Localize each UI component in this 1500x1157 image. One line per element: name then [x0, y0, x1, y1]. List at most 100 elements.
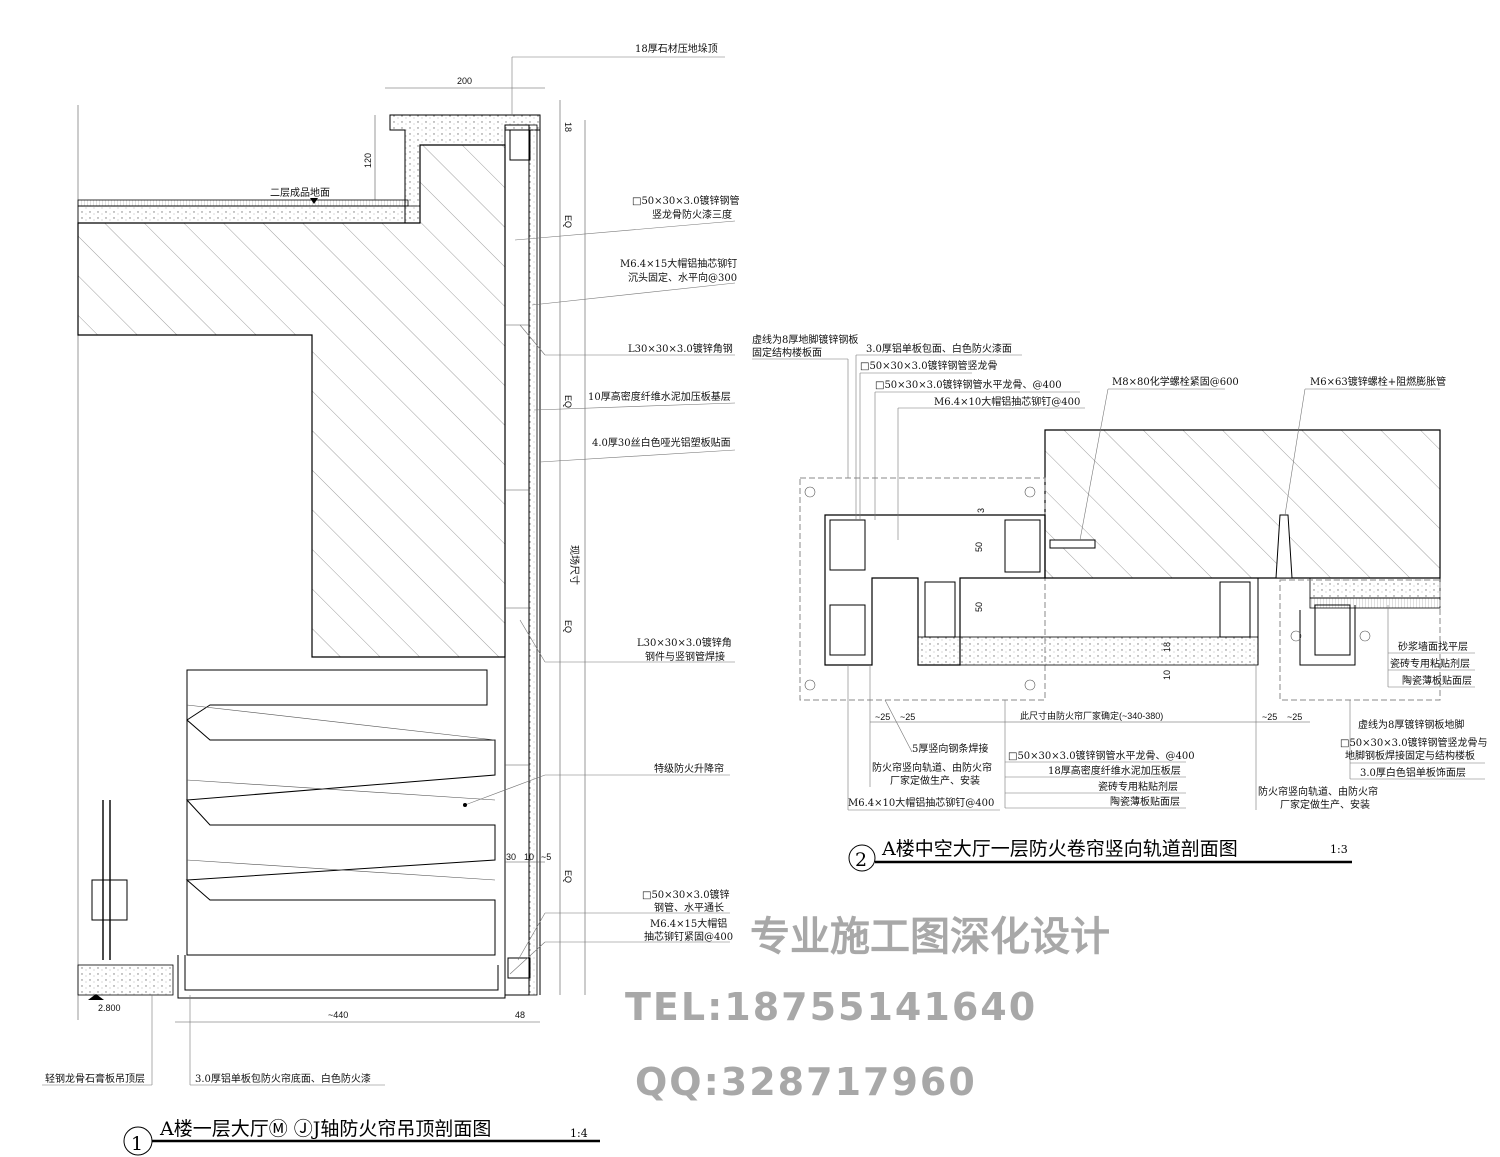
- cement-board: [528, 124, 538, 996]
- annotations-1: 18厚石材压地垛顶 □50×30×3.0镀锌钢管 竖龙骨防火漆三度 M6.4×1…: [42, 42, 740, 1086]
- svg-text:10: 10: [524, 852, 534, 862]
- svg-text:10厚高密度纤维水泥加压板基层: 10厚高密度纤维水泥加压板基层: [588, 390, 731, 403]
- floor-finish-2: [1309, 577, 1441, 599]
- svg-text:虚线为8厚镀锌钢板地脚: 虚线为8厚镀锌钢板地脚: [1358, 718, 1464, 731]
- svg-text:防火帘竖向轨道、由防火帘: 防火帘竖向轨道、由防火帘: [872, 761, 992, 774]
- svg-text:M6×63镀锌螺栓+阻燃膨胀管: M6×63镀锌螺栓+阻燃膨胀管: [1310, 375, 1446, 388]
- svg-text:~440: ~440: [328, 1010, 348, 1020]
- gypsum-ceiling: [77, 964, 174, 996]
- section-drawing-2: ~25 ~25 此尺寸由防火帘厂家确定(~340-380) ~25 ~25 50…: [752, 333, 1488, 872]
- svg-text:3.0厚铝单板包面、白色防火漆面: 3.0厚铝单板包面、白色防火漆面: [866, 342, 1012, 355]
- svg-text:固定结构楼板面: 固定结构楼板面: [752, 346, 822, 359]
- svg-text:虚线为8厚地脚镀锌钢板: 虚线为8厚地脚镀锌钢板: [752, 333, 858, 346]
- svg-text:此尺寸由防火帘厂家确定(~340-380): 此尺寸由防火帘厂家确定(~340-380): [1020, 710, 1163, 721]
- svg-text:□50×30×3.0镀锌钢管水平龙骨、@400: □50×30×3.0镀锌钢管水平龙骨、@400: [1008, 749, 1195, 762]
- fire-curtain: [185, 669, 496, 956]
- svg-text:~5: ~5: [541, 852, 551, 862]
- svg-text:200: 200: [457, 76, 472, 86]
- svg-text:M6.4×10大帽铝抽芯铆钉@400: M6.4×10大帽铝抽芯铆钉@400: [848, 796, 994, 809]
- svg-text:地脚钢板焊接固定与结构楼板: 地脚钢板焊接固定与结构楼板: [1345, 749, 1475, 762]
- svg-text:钢件与竖钢管焊接: 钢件与竖钢管焊接: [645, 650, 725, 663]
- elevation-marker: [88, 994, 104, 1000]
- svg-text:~25: ~25: [875, 712, 890, 722]
- svg-text:48: 48: [515, 1010, 525, 1020]
- svg-text:□50×30×3.0镀锌钢管竖龙骨: □50×30×3.0镀锌钢管竖龙骨: [860, 359, 998, 372]
- label-fire-curtain: 特级防火升降帘: [654, 762, 724, 775]
- svg-text:5厚竖向钢条焊接: 5厚竖向钢条焊接: [912, 742, 988, 755]
- label-stone-cap: 18厚石材压地垛顶: [635, 42, 718, 55]
- svg-text:瓷砖专用粘贴剂层: 瓷砖专用粘贴剂层: [1390, 657, 1470, 670]
- svg-text:120: 120: [363, 153, 373, 168]
- annotations-2-right: 砂浆墙面找平层 瓷砖专用粘贴剂层 陶瓷薄板贴面层 虚线为8厚镀锌钢板地脚 □50…: [1340, 605, 1488, 780]
- svg-text:厂家定做生产、安装: 厂家定做生产、安装: [1280, 798, 1370, 811]
- chemical-bolt: [1049, 539, 1096, 549]
- dimensions-1: 200 120 18 EQ EQ EQ EQ 现场尺寸 30 10 ~5 ~44…: [175, 76, 586, 1023]
- svg-text:专业施工图深化设计: 专业施工图深化设计: [750, 914, 1110, 960]
- svg-text:50: 50: [974, 542, 984, 552]
- curtain-bottom-tray: [177, 955, 506, 999]
- floor-level-label: 二层成品地面: [270, 186, 330, 199]
- svg-text:抽芯铆钉紧固@400: 抽芯铆钉紧固@400: [644, 930, 733, 943]
- floor-level-marker: [310, 198, 318, 204]
- svg-text:EQ: EQ: [563, 395, 573, 408]
- tile-layer: [917, 636, 1259, 666]
- svg-text:□50×30×3.0镀锌: □50×30×3.0镀锌: [642, 888, 730, 901]
- screed-layer: [77, 205, 421, 224]
- svg-text:QQ:328717960: QQ:328717960: [635, 1060, 977, 1104]
- svg-text:砂浆墙面找平层: 砂浆墙面找平层: [1398, 640, 1468, 653]
- annotations-2-bottom: 5厚竖向钢条焊接 防火帘竖向轨道、由防火帘 厂家定做生产、安装 M6.4×10大…: [847, 665, 1378, 811]
- svg-text:18厚高密度纤维水泥加压板层: 18厚高密度纤维水泥加压板层: [1048, 764, 1181, 777]
- svg-text:□50×30×3.0镀锌钢管: □50×30×3.0镀锌钢管: [632, 194, 740, 207]
- svg-text:□50×30×3.0镀锌钢管竖龙骨与: □50×30×3.0镀锌钢管竖龙骨与: [1340, 736, 1488, 749]
- svg-text:18: 18: [563, 122, 573, 132]
- concrete-slab: [1044, 429, 1441, 579]
- svg-text:M6.4×15大帽铝: M6.4×15大帽铝: [650, 917, 727, 930]
- svg-text:1:3: 1:3: [1330, 843, 1348, 856]
- watermark: 专业施工图深化设计 TEL:18755141640 QQ:328717960: [625, 914, 1110, 1104]
- svg-text:沉头固定、水平向@300: 沉头固定、水平向@300: [628, 271, 737, 284]
- svg-text:陶瓷薄板贴面层: 陶瓷薄板贴面层: [1110, 795, 1180, 808]
- svg-text:EQ: EQ: [563, 620, 573, 633]
- svg-text:竖龙骨防火漆三度: 竖龙骨防火漆三度: [652, 208, 732, 221]
- svg-text:1:4: 1:4: [570, 1127, 588, 1140]
- svg-text:2: 2: [855, 849, 867, 871]
- label-ceiling: 轻钢龙骨石膏板吊顶层: [45, 1072, 145, 1085]
- svg-text:陶瓷薄板贴面层: 陶瓷薄板贴面层: [1402, 674, 1472, 687]
- svg-text:~25: ~25: [1287, 712, 1302, 722]
- svg-text:瓷砖专用粘贴剂层: 瓷砖专用粘贴剂层: [1098, 780, 1178, 793]
- drawing-2-title: 2 A楼中空大厅一层防火卷帘竖向轨道剖面图 1:3: [848, 838, 1352, 872]
- drawing-1-title: 1 A楼一层大厅Ⓜ ⒿJ轴防火帘吊顶剖面图 1:4: [123, 1118, 600, 1156]
- svg-text:L30×30×3.0镀锌角: L30×30×3.0镀锌角: [637, 636, 732, 649]
- svg-text:30: 30: [506, 852, 516, 862]
- svg-text:3.0厚铝单板包防火帘底面、白色防火漆: 3.0厚铝单板包防火帘底面、白色防火漆: [195, 1072, 371, 1085]
- section-drawing-1: 二层成品地面 2.800 200 120 18 EQ EQ EQ EQ 现场尺寸…: [42, 42, 740, 1156]
- svg-text:A楼一层大厅Ⓜ ⒿJ轴防火帘吊顶剖面图: A楼一层大厅Ⓜ ⒿJ轴防火帘吊顶剖面图: [159, 1118, 491, 1140]
- svg-text:EQ: EQ: [563, 870, 573, 883]
- svg-text:3: 3: [976, 508, 986, 513]
- dimensions-2: ~25 ~25 此尺寸由防火帘厂家确定(~340-380) ~25 ~25 50…: [870, 508, 1310, 723]
- svg-text:□50×30×3.0镀锌钢管水平龙骨、@400: □50×30×3.0镀锌钢管水平龙骨、@400: [875, 378, 1062, 391]
- svg-text:~25: ~25: [900, 712, 915, 722]
- svg-text:50: 50: [974, 602, 984, 612]
- svg-text:1: 1: [131, 1133, 143, 1155]
- svg-text:L30×30×3.0镀锌角钢: L30×30×3.0镀锌角钢: [628, 342, 733, 355]
- svg-text:M6.4×10大帽铝抽芯铆钉@400: M6.4×10大帽铝抽芯铆钉@400: [934, 395, 1080, 408]
- svg-text:3.0厚白色铝单板饰面层: 3.0厚白色铝单板饰面层: [1360, 766, 1466, 779]
- bolt-hex-icons: [804, 486, 1371, 691]
- svg-text:现场尺寸: 现场尺寸: [568, 545, 581, 585]
- svg-text:4.0厚30丝白色哑光铝塑板贴面: 4.0厚30丝白色哑光铝塑板贴面: [592, 436, 731, 449]
- annotations-2-top: 虚线为8厚地脚镀锌钢板 固定结构楼板面 3.0厚铝单板包面、白色防火漆面 □50…: [752, 333, 1446, 541]
- svg-text:10: 10: [1162, 670, 1172, 680]
- hanger-bracket: [91, 879, 128, 921]
- steel-frame: [504, 124, 530, 996]
- svg-text:18: 18: [1162, 642, 1172, 652]
- svg-text:TEL:18755141640: TEL:18755141640: [625, 985, 1037, 1029]
- svg-text:~25: ~25: [1262, 712, 1277, 722]
- expansion-bolt: [1275, 514, 1293, 579]
- svg-text:A楼中空大厅一层防火卷帘竖向轨道剖面图: A楼中空大厅一层防火卷帘竖向轨道剖面图: [881, 838, 1238, 860]
- svg-text:EQ: EQ: [563, 215, 573, 228]
- svg-text:M8×80化学螺栓紧固@600: M8×80化学螺栓紧固@600: [1112, 375, 1239, 388]
- dashed-base-plate: [799, 477, 1046, 701]
- elevation-value: 2.800: [98, 1003, 121, 1013]
